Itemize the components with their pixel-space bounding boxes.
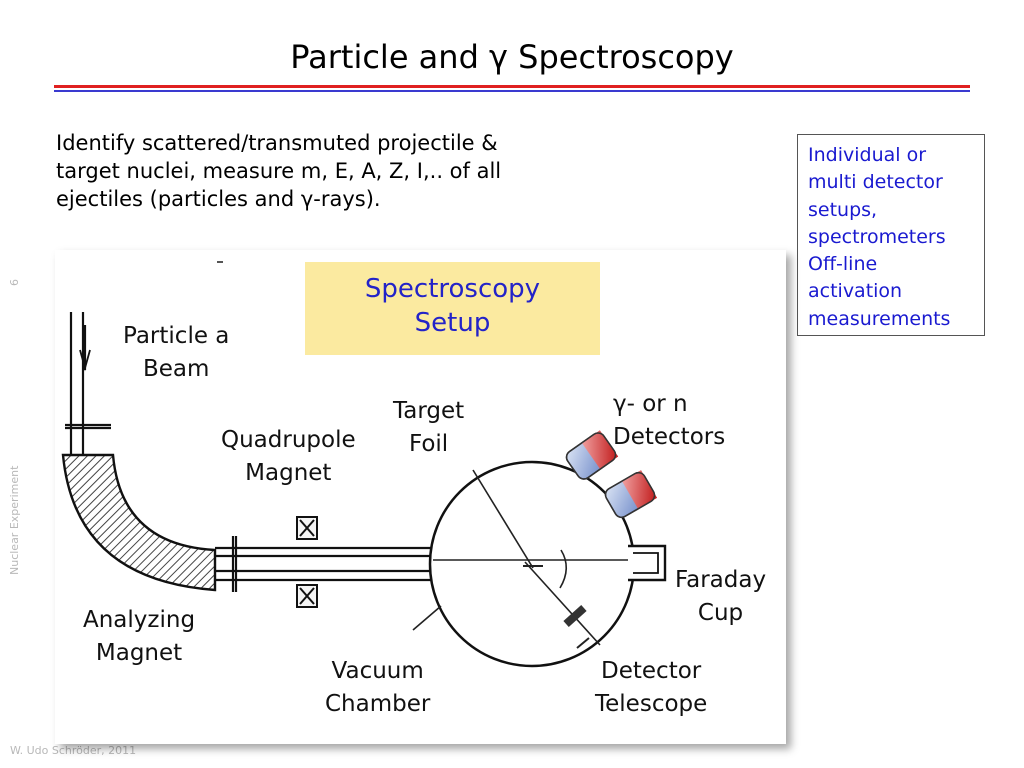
gamma-detector-1: [565, 430, 619, 480]
label-line: Faraday: [675, 567, 767, 593]
spectroscopy-setup-figure: Spectroscopy Setup Particle a Beam Quadr…: [55, 250, 786, 744]
setup-schematic: [61, 261, 667, 668]
diagram-banner: Spectroscopy Setup: [305, 262, 600, 355]
setup-type-line: measurements: [808, 307, 951, 330]
title-rule-red: [54, 85, 970, 88]
label-detector-telescope: Detector Telescope: [595, 655, 707, 721]
gamma-detector-2: [604, 470, 658, 519]
title-rule-blue: [54, 90, 970, 92]
label-line: Chamber: [325, 691, 431, 717]
label-line: Beam: [142, 356, 210, 382]
label-gamma-n-detectors: γ- or n Detectors: [613, 388, 725, 454]
setup-type-line: setups,: [808, 198, 878, 221]
label-line: Magnet: [95, 640, 183, 666]
faraday-cup-shape: [628, 544, 667, 582]
diagram-banner-line: Setup: [414, 308, 491, 338]
setup-type-line: Individual or: [808, 144, 927, 166]
label-line: Vacuum: [331, 658, 424, 684]
label-target-foil: Target Foil: [393, 395, 464, 461]
page-number: 6: [8, 279, 21, 286]
beam-line: [215, 536, 433, 592]
diagram-banner-line: Spectroscopy: [364, 274, 541, 304]
label-analyzing-magnet: Analyzing Magnet: [83, 604, 195, 670]
side-vertical-label: Nuclear Experiment: [8, 465, 21, 575]
chamber-geometry: [412, 469, 628, 649]
quadrupole-magnet-elements: [296, 516, 318, 608]
label-faraday-cup: Faraday Cup: [675, 564, 766, 630]
intro-line: Identify scattered/transmuted projectile…: [56, 131, 498, 155]
analyzing-magnet-shape: [61, 453, 217, 592]
label-line: Telescope: [595, 691, 708, 717]
label-quadrupole-magnet: Quadrupole Magnet: [221, 424, 356, 490]
incoming-beam-pipe: [65, 312, 111, 455]
setup-types-box: Individual or multi detector setups, spe…: [797, 134, 985, 336]
setup-type-line: multi detector: [808, 171, 943, 194]
label-particle-beam: Particle a Beam: [123, 320, 229, 386]
intro-line: target nuclei, measure m, E, A, Z, I,.. …: [56, 159, 502, 183]
setup-type-line: spectrometers: [808, 225, 946, 248]
label-line: Detector: [601, 658, 702, 684]
intro-text: Identify scattered/transmuted projectile…: [56, 129, 636, 213]
intro-line: ejectiles (particles and γ-rays).: [56, 187, 381, 211]
detector-telescope-shape: [563, 604, 587, 628]
label-line: Analyzing: [83, 607, 196, 633]
label-line: Particle a: [123, 323, 230, 349]
slide-title: Particle and γ Spectroscopy: [290, 38, 734, 76]
label-line: γ- or n: [613, 391, 688, 417]
setup-type-line: activation: [808, 280, 903, 303]
footer-credit: W. Udo Schröder, 2011: [10, 744, 137, 757]
label-line: Target: [393, 398, 465, 424]
label-line: Quadrupole: [221, 427, 356, 453]
label-line: Foil: [408, 431, 449, 457]
vacuum-chamber-shape: [428, 460, 636, 668]
label-vacuum-chamber: Vacuum Chamber: [325, 655, 430, 721]
setup-type-line: Off-line: [808, 253, 878, 276]
label-line: Detectors: [613, 424, 726, 450]
label-line: Cup: [697, 600, 744, 626]
label-line: Magnet: [245, 460, 332, 486]
